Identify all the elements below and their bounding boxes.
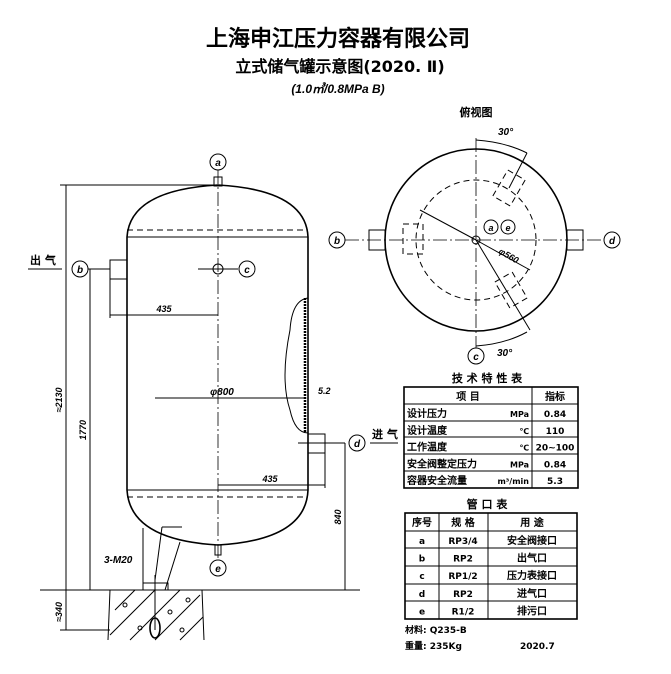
tech-row-value: 0.84 (544, 410, 566, 420)
nozzle-e-label: e (209, 559, 227, 577)
pipe-row-no: d (419, 590, 425, 600)
tech-header-item: 项 目 (456, 391, 479, 403)
pipe-row-no: e (419, 607, 425, 617)
dim-outlet-height: 1770 (78, 420, 88, 440)
tech-row-unit: ℃ (519, 444, 529, 453)
tech-row-unit: ℃ (519, 427, 529, 436)
pipe-table (404, 512, 578, 620)
tech-table (403, 386, 579, 489)
dimensions (60, 184, 346, 631)
date-note: 2020.7 (520, 642, 555, 652)
svg-text:c: c (473, 352, 479, 363)
tech-row-value: 20~100 (536, 444, 575, 454)
pipe-table-title: 管 口 表 (467, 497, 509, 511)
svg-text:e: e (215, 564, 221, 575)
tech-row-unit: MPa (510, 410, 529, 419)
pipe-header-spec: 规 格 (451, 516, 475, 529)
pipe-row-spec: RP1/2 (448, 572, 477, 582)
tech-row-item: 设计压力 (407, 407, 447, 420)
svg-text:b: b (77, 265, 83, 276)
tech-row-value: 110 (546, 427, 565, 437)
tech-table-title: 技 术 特 性 表 (452, 371, 523, 385)
top-d-label: d (603, 231, 621, 249)
tech-row-unit: m³/min (497, 477, 529, 486)
pipe-row-spec: RP2 (453, 555, 473, 565)
svg-text:a: a (215, 158, 221, 169)
pipe-row-no: c (419, 572, 424, 582)
pipe-header-use: 用 途 (519, 516, 544, 529)
pipe-row-use: 进气口 (517, 587, 547, 600)
pipe-row-no: b (419, 555, 426, 565)
nozzle-c-label: c (238, 260, 256, 278)
tech-row-item: 工作温度 (407, 441, 448, 454)
tech-row-value: 5.3 (547, 477, 563, 487)
dim-wall-thickness: 5.2 (318, 386, 331, 396)
tech-row-item: 设计温度 (407, 424, 448, 437)
svg-text:a: a (488, 223, 493, 233)
concrete-foundation (107, 589, 205, 641)
pipe-row-use: 压力表接口 (507, 569, 557, 582)
svg-text:d: d (609, 236, 616, 247)
svg-text:c: c (244, 265, 250, 276)
vessel-top-view: a e (345, 138, 604, 348)
nozzle-b-label: b (71, 260, 110, 278)
dim-diameter: φ800 (210, 387, 234, 398)
svg-text:e: e (505, 223, 510, 233)
dim-offset-top: 435 (155, 304, 172, 314)
tech-row-item: 容器安全流量 (406, 474, 467, 487)
bolt-circle-dim: φ560 (497, 246, 520, 265)
svg-text:b: b (334, 236, 340, 247)
pipe-row-use: 安全阀接口 (507, 534, 557, 547)
dim-offset-bottom: 435 (261, 474, 278, 484)
vessel-front-view (109, 170, 345, 639)
pipe-row-spec: RP3/4 (448, 537, 477, 547)
pipe-row-use: 出气口 (517, 552, 547, 565)
pipe-row-spec: RP2 (453, 590, 473, 600)
dim-overall-height: ≈2130 (54, 388, 64, 413)
dim-inlet-height: 840 (333, 509, 343, 524)
pipe-row-spec: R1/2 (452, 607, 475, 617)
pipe-row-no: a (419, 537, 425, 547)
material-note: 材料: Q235-B (404, 624, 467, 636)
top-view-title: 俯视图 (460, 105, 493, 119)
tech-row-unit: MPa (510, 460, 529, 469)
nozzle-d-label: d (348, 434, 366, 452)
inlet-label: 进 气 (372, 427, 398, 441)
tech-header-value: 指标 (545, 390, 565, 403)
top-c-label: c (467, 347, 485, 365)
svg-text:d: d (354, 439, 361, 450)
nozzle-a-label: a (209, 153, 227, 171)
pipe-header-no: 序号 (412, 516, 432, 529)
dim-foundation: ≈340 (54, 602, 64, 622)
top-b-label: b (328, 231, 346, 249)
pipe-row-use: 排污口 (517, 604, 547, 617)
tech-row-item: 安全阀整定压力 (407, 457, 477, 470)
company-title: 上海申江压力容器有限公司 (206, 26, 470, 52)
angle-top: 30° (498, 127, 514, 138)
tech-row-value: 0.84 (544, 460, 566, 470)
spec-subtitle: (1.0㎥/0.8MPa B) (291, 82, 384, 96)
outlet-label: 出 气 (30, 253, 56, 267)
weight-note: 重量: 235Kg (405, 640, 462, 652)
bolt-spec: 3-M20 (104, 555, 133, 566)
angle-bottom: 30° (497, 348, 513, 359)
drawing-title: 立式储气罐示意图(2020. Ⅱ) (235, 57, 444, 76)
